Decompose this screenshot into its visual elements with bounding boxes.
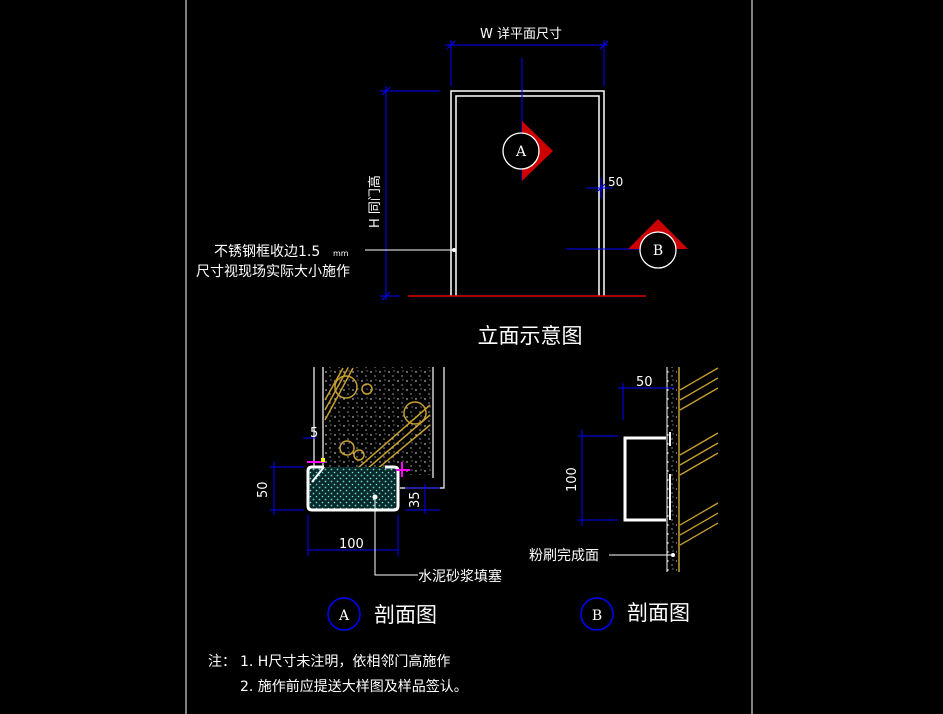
mortar-leader	[374, 497, 418, 576]
section-b-title: 剖面图	[627, 601, 690, 625]
notes: 注： 1. H尺寸未注明，依相邻门高施作 2. 施作前应提送大样图及样品签认。	[208, 653, 468, 695]
width-dim-label: W 详平面尺寸	[480, 27, 562, 42]
section-a-dims	[270, 437, 440, 556]
yellow-point	[321, 458, 325, 462]
section-a-dim-100: 100	[339, 537, 364, 552]
section-a-title-circle	[327, 597, 361, 631]
wall-b-speckle	[667, 367, 677, 572]
section-a-detail: 50 35 5 100 水泥砂浆填塞 A 剖面图	[256, 367, 502, 631]
callout-dot	[452, 248, 456, 252]
door-frame-inner	[455, 95, 600, 296]
callout-text-1: 不锈钢框收边1.5	[214, 244, 320, 260]
elevation-title: 立面示意图	[478, 324, 583, 348]
section-b-detail: 50 100 粉刷完成面 B 剖面图	[529, 367, 719, 631]
callout-text-2: 尺寸视现场实际大小施作	[196, 264, 350, 280]
section-b-marker-letter: B	[653, 243, 663, 259]
wall-hatch	[324, 367, 431, 476]
channel-lip	[311, 466, 325, 483]
section-b-marker: B	[628, 219, 688, 269]
steel-channel-b	[623, 436, 666, 522]
wall-outline	[313, 367, 445, 489]
offset-dim-label: 50	[608, 175, 623, 189]
height-dimension	[380, 86, 440, 301]
wall-b-hatch	[679, 367, 719, 546]
section-a-dim-5: 5	[310, 426, 318, 441]
mortar-callout: 水泥砂浆填塞	[418, 568, 502, 585]
section-b-dim-100: 100	[565, 467, 580, 492]
section-a-dim-50: 50	[256, 481, 271, 498]
section-a-title-letter: A	[338, 608, 350, 624]
notes-prefix: 注：	[208, 654, 236, 670]
elevation-view: W 详平面尺寸 H 同门高 A 50 B	[196, 27, 688, 348]
aggregate	[334, 375, 427, 461]
section-a-marker: A	[502, 121, 553, 181]
width-dimension	[445, 40, 609, 86]
section-b-title-letter: B	[592, 608, 602, 624]
callout-unit: mm	[333, 249, 349, 258]
offset-dimension	[586, 178, 612, 198]
note-line-1: 1. H尺寸未注明，依相邻门高施作	[240, 653, 450, 670]
section-a-dim-35: 35	[408, 491, 423, 508]
section-a-title: 剖面图	[374, 603, 437, 627]
note-line-2: 2. 施作前应提送大样图及样品签认。	[240, 678, 468, 695]
section-b-title-circle	[580, 597, 614, 631]
steel-channel	[306, 465, 400, 512]
section-b-dims	[578, 383, 674, 526]
height-dim-label: H 同门高	[367, 175, 383, 228]
section-b-dim-50: 50	[636, 375, 653, 390]
section-a-marker-letter: A	[515, 144, 527, 160]
wall-speckle	[323, 367, 433, 475]
door-frame-outer	[450, 90, 605, 296]
plaster-callout: 粉刷完成面	[529, 548, 599, 564]
